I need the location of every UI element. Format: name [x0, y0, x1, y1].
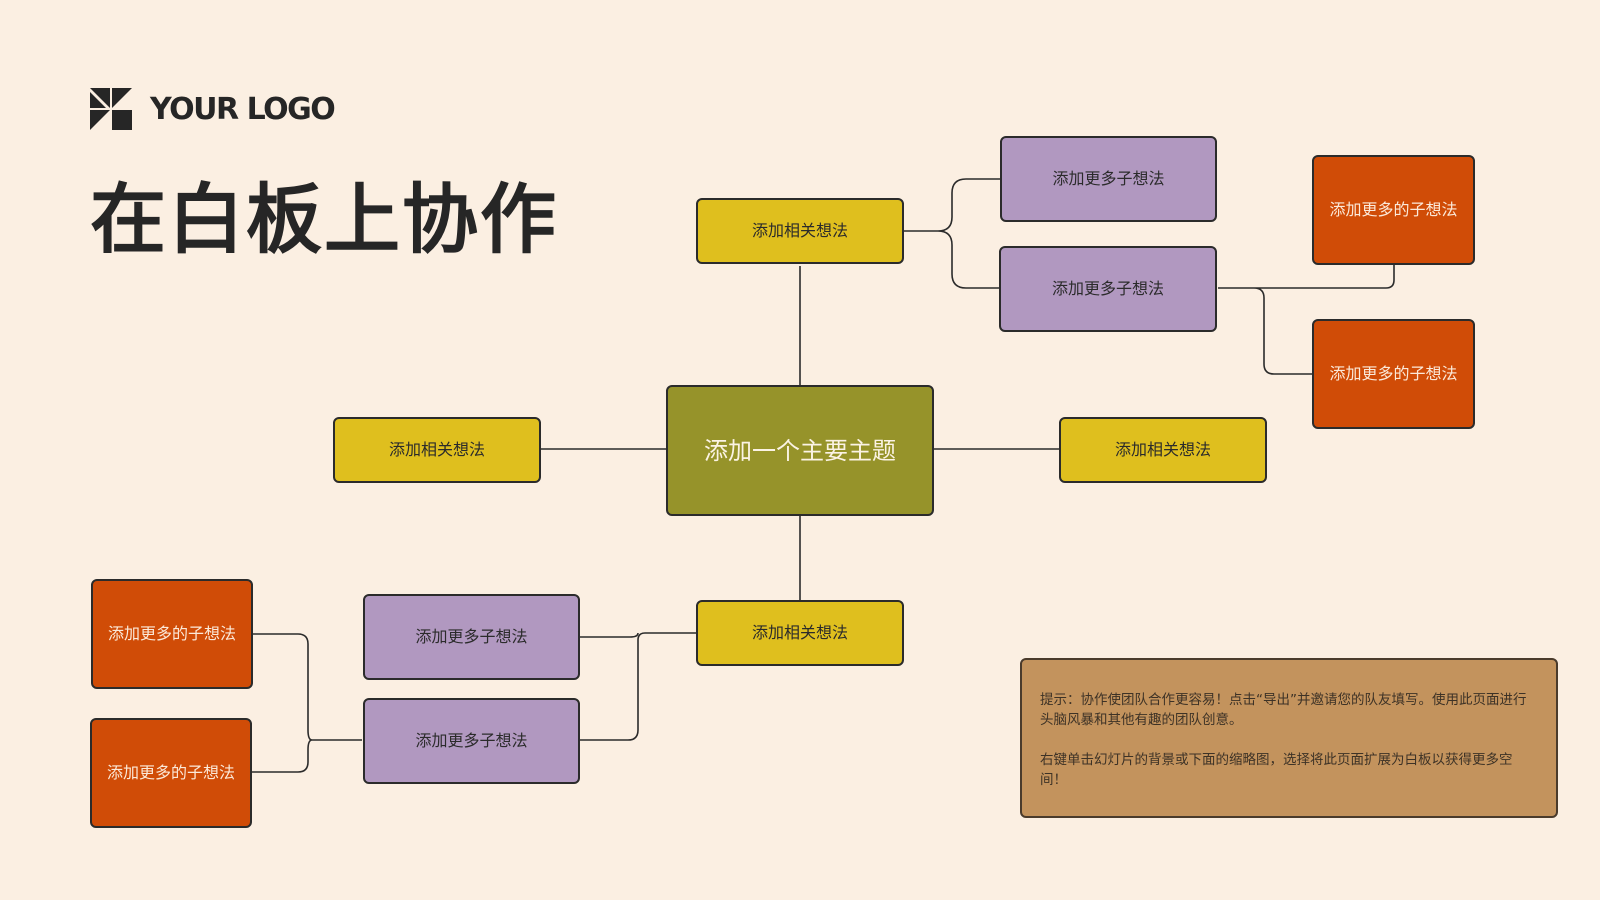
related-idea-right[interactable]: 添加相关想法 [1059, 417, 1267, 483]
connector-bottom-subs [580, 632, 904, 741]
sub-idea-label: 添加更多子想法 [1051, 279, 1164, 298]
sub-idea-bottom-2[interactable]: 添加更多子想法 [363, 698, 580, 784]
related-idea-label: 添加相关想法 [1114, 440, 1211, 459]
sub-idea-top-2[interactable]: 添加更多子想法 [999, 246, 1217, 332]
sub-idea-label: 添加更多子想法 [415, 627, 528, 646]
leaf-idea-top-2[interactable]: 添加更多的子想法 [1312, 319, 1475, 429]
sub-idea-label: 添加更多子想法 [415, 731, 528, 750]
hint-box: 提示：协作使团队合作更容易！点击“导出”并邀请您的队友填写。使用此页面进行头脑风… [1020, 658, 1558, 818]
connector-top-subs [904, 178, 1000, 289]
related-idea-label: 添加相关想法 [751, 623, 848, 642]
related-idea-top[interactable]: 添加相关想法 [696, 198, 904, 264]
sub-idea-bottom-1[interactable]: 添加更多子想法 [363, 594, 580, 680]
hint-paragraph-1: 提示：协作使团队合作更容易！点击“导出”并邀请您的队友填写。使用此页面进行头脑风… [1040, 692, 1527, 728]
leaf-idea-label: 添加更多的子想法 [107, 624, 236, 643]
page-title: 在白板上协作 [90, 175, 558, 264]
main-topic-node[interactable]: 添加一个主要主题 [666, 385, 934, 516]
logo-text: YOUR LOGO [150, 91, 336, 127]
connector-sub-leaves [1218, 265, 1395, 375]
connector-bottom-leaves [252, 633, 362, 773]
leaf-idea-label: 添加更多的子想法 [106, 763, 235, 782]
leaf-idea-label: 添加更多的子想法 [1329, 364, 1458, 383]
leaf-idea-bottom-2[interactable]: 添加更多的子想法 [90, 718, 252, 828]
related-idea-label: 添加相关想法 [388, 440, 485, 459]
sub-idea-label: 添加更多子想法 [1052, 169, 1165, 188]
related-idea-left[interactable]: 添加相关想法 [333, 417, 541, 483]
leaf-idea-bottom-1[interactable]: 添加更多的子想法 [91, 579, 253, 689]
leaf-idea-top-1[interactable]: 添加更多的子想法 [1312, 155, 1475, 265]
hint-paragraph-2: 右键单击幻灯片的背景或下面的缩略图，选择将此页面扩展为白板以获得更多空间！ [1040, 752, 1513, 788]
logo-mark-icon [90, 88, 132, 130]
leaf-idea-label: 添加更多的子想法 [1329, 200, 1458, 219]
sub-idea-top-1[interactable]: 添加更多子想法 [1000, 136, 1217, 222]
related-idea-label: 添加相关想法 [751, 221, 848, 240]
related-idea-bottom[interactable]: 添加相关想法 [696, 600, 904, 666]
logo: YOUR LOGO [90, 88, 336, 130]
main-topic-label: 添加一个主要主题 [704, 436, 896, 465]
